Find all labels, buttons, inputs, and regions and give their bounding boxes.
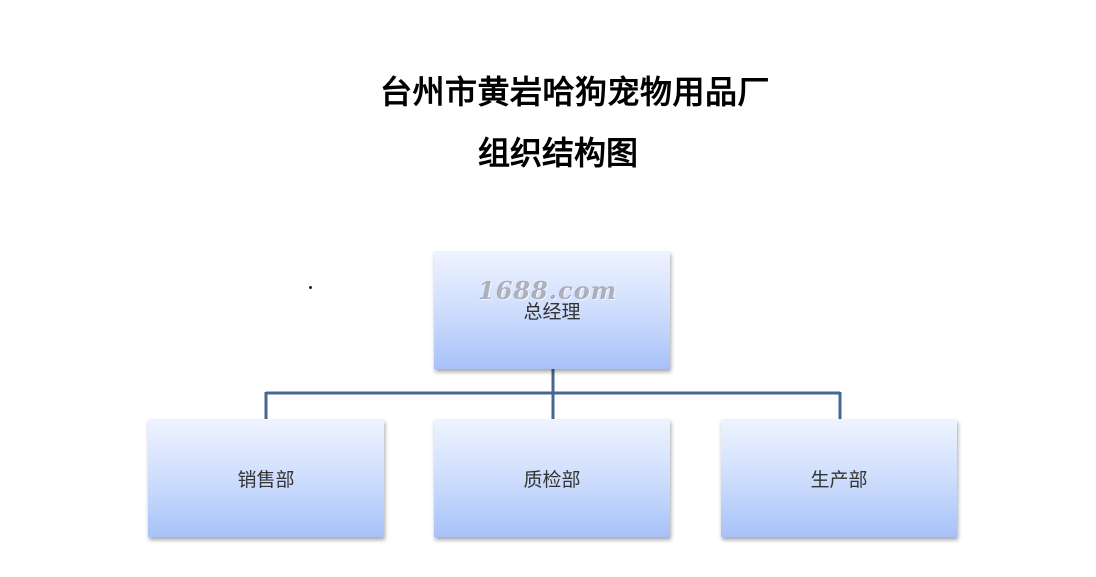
node-quality-dept: 质检部	[434, 419, 670, 537]
node-sales-dept-label: 销售部	[237, 468, 295, 491]
node-production-dept: 生产部	[721, 419, 957, 537]
watermark-logo: 1688.com	[478, 276, 618, 305]
node-quality-dept-label: 质检部	[523, 468, 581, 491]
company-title: 台州市黄岩哈狗宠物用品厂	[379, 73, 770, 111]
stray-dot	[309, 286, 312, 289]
chart-subtitle: 组织结构图	[477, 134, 638, 172]
node-production-dept-label: 生产部	[810, 468, 868, 491]
node-sales-dept: 销售部	[148, 419, 384, 537]
node-general-manager-label: 总经理	[523, 300, 581, 323]
node-general-manager: 总经理	[434, 251, 670, 369]
